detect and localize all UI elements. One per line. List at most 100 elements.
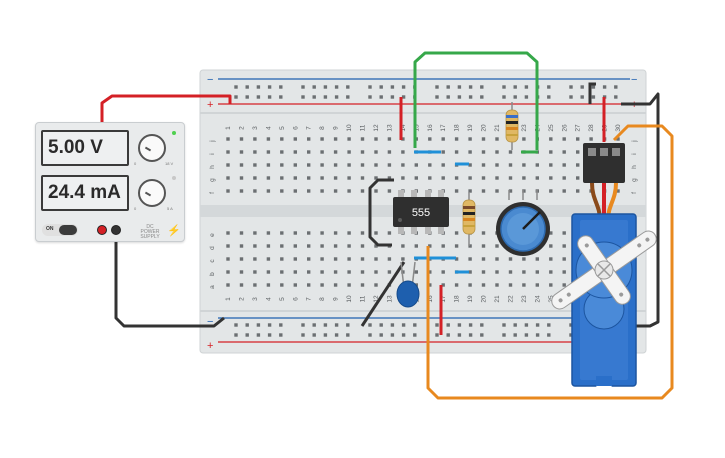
breadboard-hole[interactable]	[428, 176, 432, 180]
breadboard-hole[interactable]	[256, 323, 261, 327]
breadboard-hole[interactable]	[591, 95, 596, 99]
breadboard-hole[interactable]	[379, 323, 383, 327]
breadboard-hole[interactable]	[226, 150, 230, 154]
breadboard-hole[interactable]	[234, 95, 238, 99]
breadboard-hole[interactable]	[457, 85, 462, 89]
breadboard-hole[interactable]	[495, 283, 499, 287]
breadboard-hole[interactable]	[253, 231, 257, 235]
breadboard-hole[interactable]	[495, 244, 499, 248]
breadboard-hole[interactable]	[245, 95, 249, 99]
breadboard-hole[interactable]	[428, 137, 432, 141]
breadboard-hole[interactable]	[312, 95, 316, 99]
breadboard-hole[interactable]	[379, 333, 383, 337]
breadboard-hole[interactable]	[602, 85, 607, 89]
breadboard-hole[interactable]	[508, 176, 513, 180]
breadboard-hole[interactable]	[374, 231, 378, 235]
breadboard-hole[interactable]	[457, 333, 462, 337]
breadboard-hole[interactable]	[253, 257, 257, 261]
breadboard-hole[interactable]	[549, 189, 553, 193]
breadboard-hole[interactable]	[347, 176, 351, 180]
breadboard-hole[interactable]	[307, 244, 311, 248]
breadboard-hole[interactable]	[468, 244, 472, 248]
breadboard-hole[interactable]	[468, 189, 472, 193]
breadboard-hole[interactable]	[256, 85, 261, 89]
breadboard-hole[interactable]	[508, 150, 513, 154]
breadboard-hole[interactable]	[480, 323, 484, 327]
breadboard-hole[interactable]	[457, 95, 462, 99]
breadboard-hole[interactable]	[522, 176, 526, 180]
breadboard-hole[interactable]	[293, 244, 297, 248]
breadboard-hole[interactable]	[333, 189, 338, 193]
breadboard-hole[interactable]	[253, 163, 257, 167]
breadboard-hole[interactable]	[435, 333, 439, 337]
breadboard-hole[interactable]	[334, 85, 339, 89]
resistor-top[interactable]	[505, 102, 519, 150]
breadboard-hole[interactable]	[454, 137, 459, 141]
breadboard-hole[interactable]	[387, 189, 392, 193]
breadboard-hole[interactable]	[379, 95, 383, 99]
breadboard-hole[interactable]	[323, 323, 328, 327]
breadboard-hole[interactable]	[401, 163, 405, 167]
breadboard-hole[interactable]	[616, 137, 620, 141]
breadboard-hole[interactable]	[549, 283, 553, 287]
breadboard-hole[interactable]	[468, 323, 473, 327]
breadboard-hole[interactable]	[547, 85, 551, 89]
breadboard-hole[interactable]	[414, 176, 418, 180]
breadboard-hole[interactable]	[347, 163, 351, 167]
breadboard-hole[interactable]	[333, 163, 338, 167]
breadboard-hole[interactable]	[591, 85, 596, 89]
breadboard-hole[interactable]	[267, 323, 272, 327]
breadboard-hole[interactable]	[454, 283, 459, 287]
breadboard-hole[interactable]	[468, 283, 472, 287]
breadboard-hole[interactable]	[468, 333, 473, 337]
breadboard-hole[interactable]	[454, 257, 459, 261]
breadboard-hole[interactable]	[226, 283, 230, 287]
breadboard-hole[interactable]	[390, 323, 395, 327]
breadboard-hole[interactable]	[301, 85, 305, 89]
breadboard-hole[interactable]	[279, 333, 283, 337]
breadboard-hole[interactable]	[435, 95, 439, 99]
breadboard-hole[interactable]	[280, 283, 284, 287]
breadboard-hole[interactable]	[239, 189, 244, 193]
breadboard-hole[interactable]	[401, 257, 405, 261]
breadboard-hole[interactable]	[280, 270, 284, 274]
breadboard-hole[interactable]	[368, 333, 372, 337]
breadboard-hole[interactable]	[457, 323, 462, 327]
breadboard-hole[interactable]	[446, 95, 450, 99]
breadboard-hole[interactable]	[576, 137, 580, 141]
breadboard-hole[interactable]	[347, 270, 351, 274]
breadboard-hole[interactable]	[234, 323, 238, 327]
breadboard-hole[interactable]	[502, 323, 506, 327]
breadboard-hole[interactable]	[266, 270, 271, 274]
breadboard-hole[interactable]	[374, 257, 378, 261]
breadboard-hole[interactable]	[333, 270, 338, 274]
breadboard-hole[interactable]	[280, 189, 284, 193]
breadboard-hole[interactable]	[513, 323, 517, 327]
breadboard-hole[interactable]	[374, 270, 378, 274]
breadboard-hole[interactable]	[562, 270, 566, 274]
breadboard-hole[interactable]	[481, 244, 486, 248]
breadboard-hole[interactable]	[226, 270, 230, 274]
breadboard-hole[interactable]	[280, 231, 284, 235]
breadboard-hole[interactable]	[513, 333, 517, 337]
breadboard-hole[interactable]	[226, 189, 230, 193]
black-ground-wire[interactable]	[114, 229, 225, 328]
breadboard-hole[interactable]	[495, 150, 499, 154]
breadboard-hole[interactable]	[360, 137, 365, 141]
breadboard-hole[interactable]	[320, 176, 324, 180]
breadboard-hole[interactable]	[279, 323, 283, 327]
breadboard-hole[interactable]	[549, 270, 553, 274]
breadboard-hole[interactable]	[547, 95, 551, 99]
black-diagonal-wire[interactable]	[360, 261, 406, 327]
breadboard-hole[interactable]	[569, 333, 573, 337]
breadboard-hole[interactable]	[481, 231, 486, 235]
breadboard-hole[interactable]	[576, 189, 580, 193]
orange-signal-wire[interactable]	[426, 124, 674, 400]
breadboard-hole[interactable]	[522, 137, 526, 141]
breadboard-hole[interactable]	[266, 176, 271, 180]
servo-motor[interactable]	[530, 143, 677, 392]
breadboard-hole[interactable]	[266, 163, 271, 167]
breadboard-hole[interactable]	[454, 176, 459, 180]
breadboard-hole[interactable]	[508, 163, 513, 167]
breadboard-hole[interactable]	[401, 85, 406, 89]
